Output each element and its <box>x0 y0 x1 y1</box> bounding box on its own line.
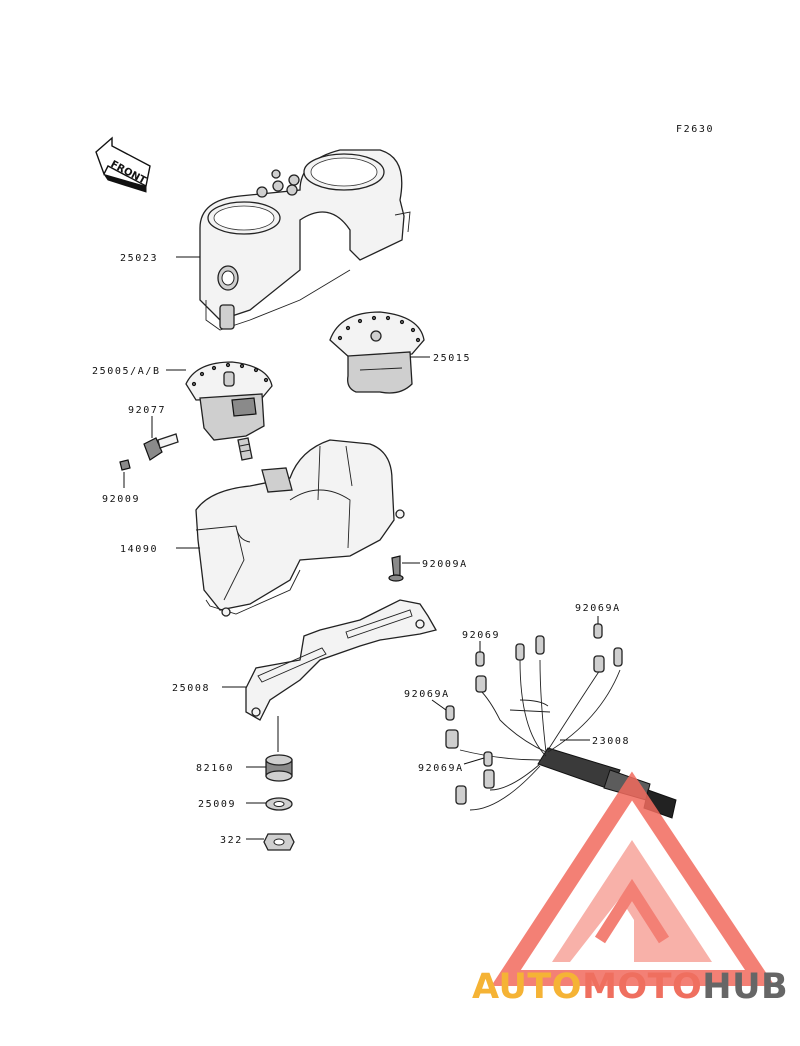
screw-92009 <box>119 459 131 471</box>
part-number-14090: 14090 <box>120 544 158 555</box>
screw-92009a <box>388 555 404 582</box>
part-number-25009: 25009 <box>198 799 236 810</box>
watermark-hub: HUB <box>702 967 788 1007</box>
part-number-23008: 23008 <box>592 736 630 747</box>
gauge-25005 <box>185 361 273 461</box>
bulb-92069a-top <box>593 623 603 639</box>
figure-code: F2630 <box>676 124 714 135</box>
part-number-25023: 25023 <box>120 253 158 264</box>
bulb-92069a-middle <box>445 705 455 721</box>
part-number-92009: 92009 <box>102 494 140 505</box>
knob-92077 <box>143 433 179 461</box>
part-number-322: 322 <box>220 835 243 846</box>
part-number-25015: 25015 <box>433 353 471 364</box>
bulb-92069 <box>475 651 485 667</box>
watermark-moto: MOTO <box>582 967 702 1007</box>
part-number-25008: 25008 <box>172 683 210 694</box>
wiring-harness-23008 <box>445 635 677 819</box>
front-arrow-icon: FRONT <box>95 136 151 193</box>
meter-case-14090 <box>195 439 405 617</box>
nut-322 <box>263 833 295 851</box>
damper-82160 <box>265 754 293 782</box>
watermark-text: AUTOMOTOHUB <box>472 967 788 1007</box>
washer-25009 <box>265 797 293 811</box>
part-number-92069a-lower: 92069A <box>418 763 464 774</box>
watermark-auto: AUTO <box>472 967 582 1007</box>
part-number-92069a-top: 92069A <box>575 603 621 614</box>
part-number-92077: 92077 <box>128 405 166 416</box>
gauge-25015 <box>329 311 425 394</box>
part-number-82160: 82160 <box>196 763 234 774</box>
part-number-92069a-middle: 92069A <box>404 689 450 700</box>
bulb-92069a-lower <box>483 751 493 767</box>
bracket-25008 <box>245 599 437 721</box>
part-number-25005: 25005/A/B <box>92 366 161 377</box>
part-number-92069: 92069 <box>462 630 500 641</box>
automotohub-logo-icon <box>491 771 775 986</box>
part-number-92009a: 92009A <box>422 559 468 570</box>
meter-cover-25023 <box>199 149 411 331</box>
